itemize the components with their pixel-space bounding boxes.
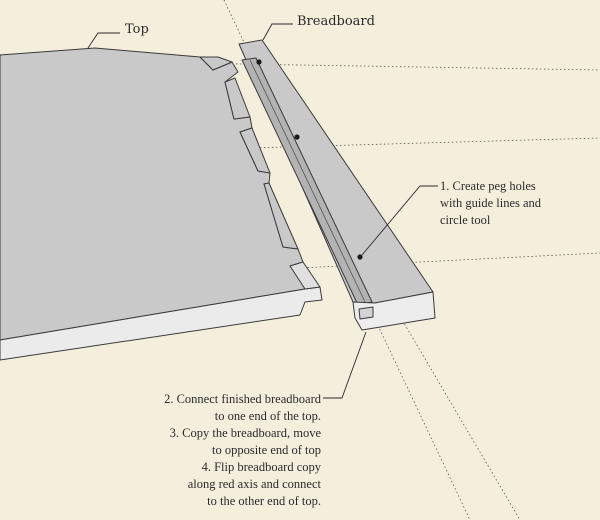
leader-breadboard	[262, 23, 293, 41]
annotation-step-1-line-3: circle tool	[440, 213, 491, 227]
label-breadboard: Breadboard	[297, 14, 375, 29]
peg-hole-3	[357, 254, 363, 260]
breadboard-groove	[241, 57, 373, 306]
label-top: Top	[125, 22, 149, 37]
peg-holes	[256, 59, 363, 260]
peg-hole-2	[294, 134, 300, 140]
top-board-front-tongue	[289, 261, 321, 290]
annotation-steps-2-4: 2. Connect finished breadboard to one en…	[96, 391, 321, 510]
annotation-steps-line-7: to the other end of top.	[207, 494, 321, 508]
breadboard-end-face	[352, 291, 436, 331]
top-board	[0, 47, 323, 361]
leader-top	[87, 32, 120, 49]
annotation-step-1: 1. Create peg holes with guide lines and…	[440, 178, 590, 229]
breadboard-end-notch	[358, 306, 374, 320]
leader-step1	[361, 185, 438, 256]
annotation-steps-line-6: along red axis and connect	[187, 477, 321, 491]
top-board-tenon-4	[263, 182, 299, 250]
annotation-steps-line-1: 2. Connect finished breadboard	[164, 392, 321, 406]
annotation-step-1-line-2: with guide lines and	[440, 196, 542, 210]
annotation-steps-line-4: to opposite end of top	[211, 443, 321, 457]
top-board-tenon-3	[239, 127, 271, 174]
breadboard-groove-line	[249, 59, 367, 305]
annotation-steps-line-3: 3. Copy the breadboard, move	[169, 426, 321, 440]
peg-hole-1	[256, 59, 262, 65]
top-board-tenon-2	[224, 77, 251, 120]
annotation-step-1-line-1: 1. Create peg holes	[440, 179, 536, 193]
annotation-steps-line-2: to one end of the top.	[214, 409, 321, 423]
annotation-steps-line-5: 4. Flip breadboard copy	[201, 460, 321, 474]
top-board-tenon-1	[199, 56, 233, 71]
breadboard	[238, 39, 436, 331]
leader-lines	[87, 23, 438, 399]
leader-steps	[323, 331, 367, 399]
